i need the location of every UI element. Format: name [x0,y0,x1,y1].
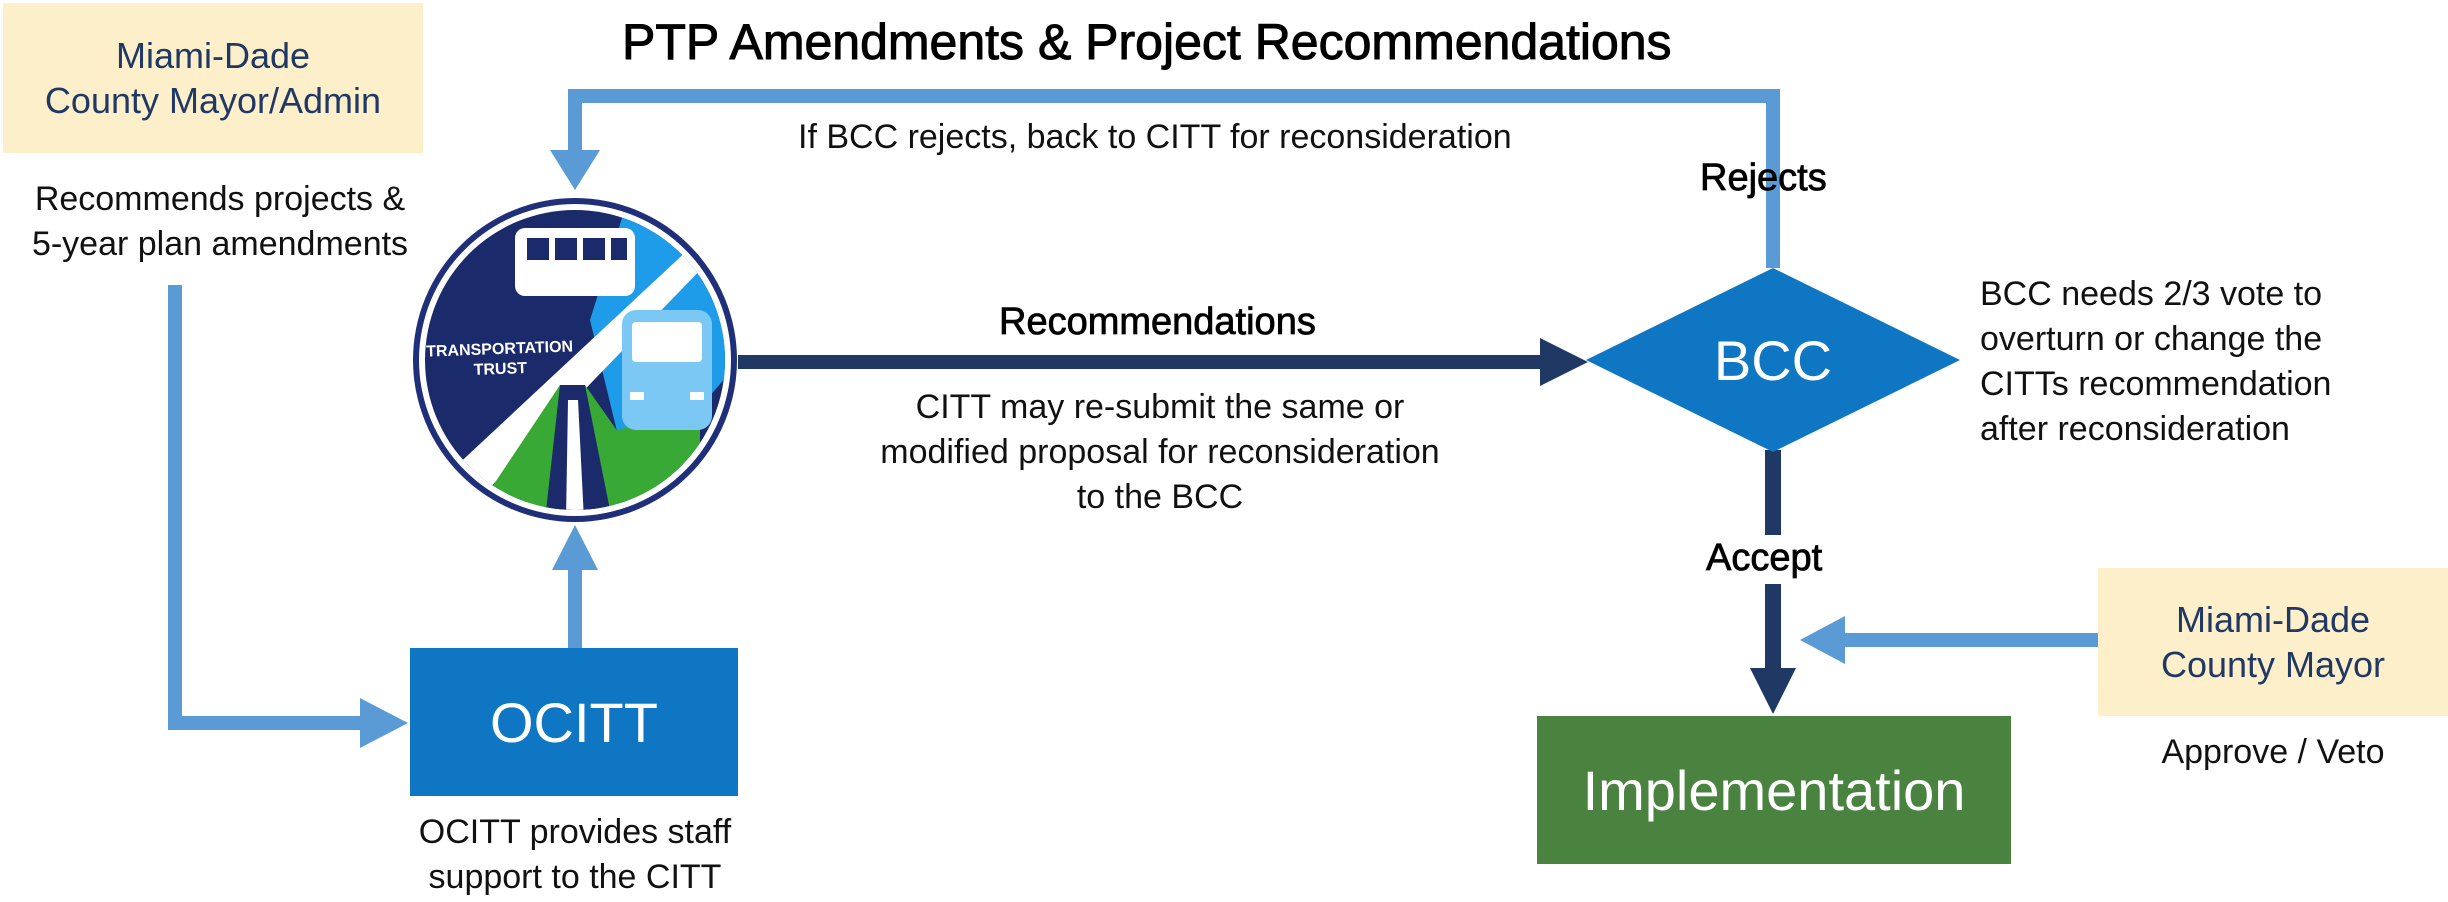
ocitt-label: OCITT [490,690,658,754]
bcc-diamond [1586,268,1960,452]
resubmit-note: CITT may re-submit the same or modified … [820,385,1500,520]
recommendations-label: Recommendations [999,301,1317,344]
rejects-label: Rejects [1700,157,1828,200]
reject-loop-arrow [568,89,1780,268]
county-mayor-note: Approve / Veto [2161,733,2385,771]
transportation-trust-logo [413,198,737,522]
ocitt-to-citt-arrowhead [552,525,598,570]
implementation-label: Implementation [1582,758,1966,822]
bcc-note: BCC needs 2/3 vote to overturn or change… [1980,272,2331,452]
mayor-admin-line1: Miami-Dade [115,35,311,76]
ocitt-box: OCITT [410,648,738,796]
admin-to-ocitt-arrow [168,285,370,730]
diagram-title: PTP Amendments & Project Recommendations [622,14,1673,71]
resubmit-note-line2: modified proposal for reconsideration [880,433,1440,471]
resubmit-note-line1: CITT may re-submit the same or [915,388,1405,426]
reject-loop-note: If BCC rejects, back to CITT for reconsi… [798,118,1512,156]
county-mayor-line1: Miami-Dade [2175,599,2371,640]
accept-arrowhead [1750,668,1796,714]
reject-loop-arrowhead [550,150,600,190]
county-mayor-line2: County Mayor [2160,644,2386,685]
mayor-admin-box: Miami-Dade County Mayor/Admin [3,3,423,153]
recommendations-arrowhead [1540,338,1588,386]
resubmit-note-line3: to the BCC [1076,478,1244,516]
accept-label: Accept [1706,537,1823,580]
bcc-note-line2: overturn or change the [1980,320,2323,358]
bcc-note-line3: CITTs recommendation [1980,365,2332,403]
bcc-label: BCC [1713,329,1833,392]
mayor-admin-note-line2: 5-year plan amendments [31,225,409,263]
ocitt-note-line2: support to the CITT [428,858,722,896]
bcc-note-line4: after reconsideration [1980,410,2290,448]
admin-to-ocitt-arrowhead [360,698,408,748]
mayor-admin-note-line1: Recommends projects & [34,180,406,218]
logo-text: TRANSPORTATION TRUST [419,337,580,383]
ocitt-note-line1: OCITT provides staff [418,813,732,851]
ocitt-note: OCITT provides staff support to the CITT [370,810,780,900]
mayor-arrowhead [1800,616,1845,664]
mayor-admin-line2: County Mayor/Admin [44,80,382,121]
county-mayor-box: Miami-Dade County Mayor [2098,568,2448,716]
mayor-admin-note: Recommends projects & 5-year plan amendm… [0,177,440,267]
implementation-box: Implementation [1537,716,2011,864]
bcc-note-line1: BCC needs 2/3 vote to [1980,275,2323,313]
